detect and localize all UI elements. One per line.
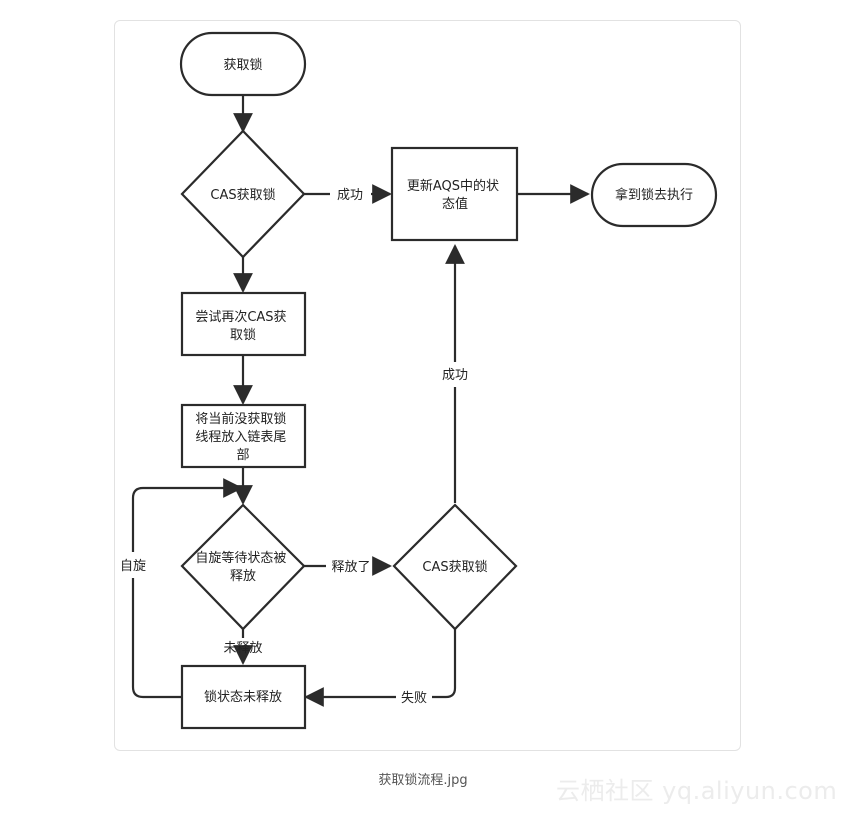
- diagram-card: [114, 20, 741, 751]
- node-start-label: 获取锁: [223, 57, 262, 73]
- node-wait-label: 自旋等待状态被 释放: [195, 550, 290, 584]
- flowchart: 获取锁 CAS获取锁 更新AQS中的状 态值 拿到锁去执行 尝试再次CAS获 取…: [120, 31, 718, 730]
- node-done-shape: [590, 162, 718, 228]
- node-retry-label: 尝试再次CAS获 取锁: [195, 309, 290, 343]
- edge-spin-loop: [131, 488, 241, 699]
- edge-label-success2: 成功: [442, 368, 468, 383]
- node-retry-shape: [180, 291, 307, 357]
- node-wait-shape: [180, 503, 306, 631]
- edge-label-fail: 失败: [401, 691, 427, 706]
- node-cas1-shape: [180, 129, 306, 259]
- edge-cas2-to-notreleased: [306, 629, 457, 697]
- node-done-label: 拿到锁去执行: [615, 187, 693, 203]
- watermark-text: 云栖社区 yq.aliyun.com: [556, 777, 838, 805]
- node-update-shape: [390, 146, 519, 242]
- node-notreleased-shape: [180, 664, 307, 730]
- node-enqueue-label: 将当前没获取锁 线程放入链表尾 部: [195, 411, 290, 463]
- node-update-label: 更新AQS中的状 态值: [407, 178, 503, 212]
- node-start-shape: [179, 31, 307, 97]
- node-cas2-shape: [392, 503, 518, 631]
- node-cas2-label: CAS获取锁: [422, 559, 487, 575]
- edge-label-notreleased: 未释放: [223, 641, 262, 656]
- edge-label-released: 释放了: [331, 560, 370, 575]
- edge-label-spin: 自旋: [120, 559, 146, 574]
- node-enqueue-shape: [180, 403, 307, 469]
- node-notreleased-label: 锁状态未释放: [204, 689, 282, 705]
- edge-label-success1: 成功: [337, 188, 363, 203]
- node-cas1-label: CAS获取锁: [210, 187, 275, 203]
- image-caption: 获取锁流程.jpg: [378, 773, 468, 788]
